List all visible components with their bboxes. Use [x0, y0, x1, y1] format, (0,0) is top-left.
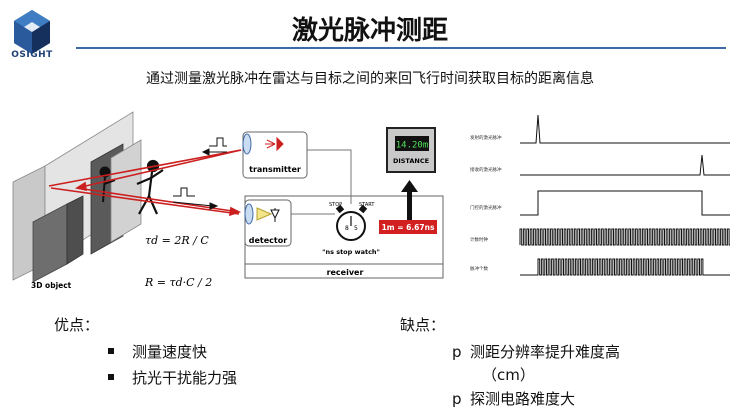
pulse-row-label-1: 发射的激光脉冲 [470, 134, 502, 141]
pros-item-1: 测量速度快 [108, 341, 207, 362]
receiver-label: receiver [327, 268, 364, 277]
stop-label: STOP [329, 202, 342, 208]
pulse-row-label-5: 脉冲个数 [470, 265, 488, 272]
stopwatch-label: "ns stop watch" [322, 248, 380, 256]
cons-item-1-continued: （cm） [482, 366, 535, 384]
pros-item-2: 抗光干扰能力强 [108, 367, 237, 388]
pulse-timing-diagram: 发射的激光脉冲 接收的激光脉冲 门控的激光脉冲 计数时钟 脉冲个数 [470, 114, 730, 276]
count-trace [520, 258, 730, 276]
osight-logo-icon [14, 10, 50, 54]
3d-object-label: 3D object [31, 281, 72, 290]
distance-display-label: DISTANCE [393, 157, 429, 165]
stopwatch-icon: 8 5 [335, 204, 368, 241]
title-underline [76, 47, 726, 49]
3d-object-shape [12, 111, 142, 283]
svg-text:8: 8 [345, 225, 349, 232]
pulse-row-label-3: 门控的激光脉冲 [470, 204, 502, 211]
page-subtitle: 通过测量激光脉冲在雷达与目标之间的来回飞行时间获取目标的距离信息 [146, 71, 594, 87]
svg-text:5: 5 [354, 225, 358, 232]
clock-trace [519, 228, 730, 246]
formula-tau: τd = 2R / C [145, 234, 209, 247]
detector-label: detector [249, 236, 287, 245]
received-pulse-trace [520, 154, 730, 176]
page-title: 激光脉冲测距 [291, 16, 448, 46]
emitted-pulse-trace [520, 114, 730, 144]
gated-pulse-trace [520, 190, 730, 216]
start-label: START [359, 202, 375, 208]
conversion-label: 1m = 6.67ns [382, 223, 435, 232]
laser-ranging-diagram: transmitter receiver detector 8 5 STOP S… [12, 111, 444, 290]
cons-title: 缺点： [400, 316, 446, 334]
pulse-row-label-2: 接收的激光脉冲 [470, 166, 502, 173]
pulse-row-label-4: 计数时钟 [470, 236, 488, 243]
transmitter-label: transmitter [249, 165, 301, 174]
pros-title: 优点： [54, 316, 100, 334]
formula-r: R = τd·C / 2 [144, 276, 212, 289]
pulse-arrow-icons [172, 137, 227, 210]
arrow-up-icon [401, 180, 418, 220]
logo-text: OSIGHT [11, 50, 53, 60]
target-figure-icon [136, 159, 164, 215]
distance-display-value: 14.20m [396, 141, 429, 151]
